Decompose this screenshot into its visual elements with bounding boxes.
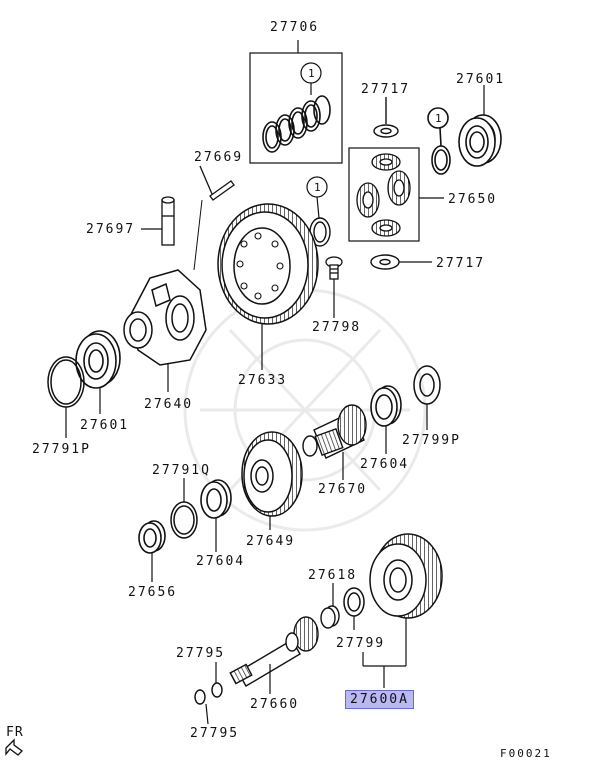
label-27795-bottom: 27795 [190,726,240,741]
figure-code: F00021 [500,747,552,760]
label-27669: 27669 [194,150,244,165]
race-27604-right [370,385,402,454]
label-27706: 27706 [270,20,320,35]
callout-number-left: 1 [314,181,321,194]
shim-27791Q [170,478,198,539]
washer-27799 [343,587,365,630]
label-27795-top: 27795 [176,646,226,661]
shaft-27660 [229,616,319,694]
race-27604-left [200,479,232,552]
washer-callout-left [306,176,331,247]
label-27604-left: 27604 [196,554,246,569]
label-27660: 27660 [250,697,300,712]
bearing-27601-top [427,85,502,175]
pinion-shaft-27670 [302,404,367,480]
label-27604-right: 27604 [360,457,410,472]
gear-27649 [241,431,303,530]
shaft-27697 [141,196,175,246]
label-27717-bottom: 27717 [436,256,486,271]
label-27697: 27697 [86,222,136,237]
pin-27669 [193,165,235,271]
label-27601-left: 27601 [80,418,130,433]
snap-rings-27795 [194,662,223,725]
box-27706 [249,40,343,164]
label-27791P: 27791P [32,442,91,457]
front-arrow-icon [5,738,23,756]
label-27717-top: 27717 [361,82,411,97]
bolt-27798 [325,256,343,318]
drum-27600A [362,533,443,688]
pinion-gears [356,153,411,237]
callout-number-box: 1 [308,67,315,80]
bearing-27601-left [75,330,121,414]
label-27799: 27799 [336,636,386,651]
shim-27791P [47,356,85,438]
label-27656: 27656 [128,585,178,600]
label-27640: 27640 [144,397,194,412]
label-27601-top: 27601 [456,72,506,87]
label-27600A-highlighted[interactable]: 27600A [345,690,414,709]
label-27618: 27618 [308,568,358,583]
callout-number-right: 1 [435,112,442,125]
seal-27656 [138,520,166,582]
label-27798: 27798 [312,320,362,335]
ring-set-27706 [262,95,331,153]
orientation-label: FR [6,725,24,740]
label-27649: 27649 [246,534,296,549]
label-27633: 27633 [238,373,288,388]
bushing-27618 [320,583,340,629]
label-27791Q: 27791Q [152,463,211,478]
box-27650 [348,147,444,242]
diff-case-27640 [123,269,207,392]
spacer-27799P [413,365,441,430]
washer-27717-bottom [370,254,432,270]
ring-gear-27633 [217,203,319,370]
label-27670: 27670 [318,482,368,497]
washer-27717-top [373,97,399,138]
label-27799P: 27799P [402,433,461,448]
label-27650: 27650 [448,192,498,207]
